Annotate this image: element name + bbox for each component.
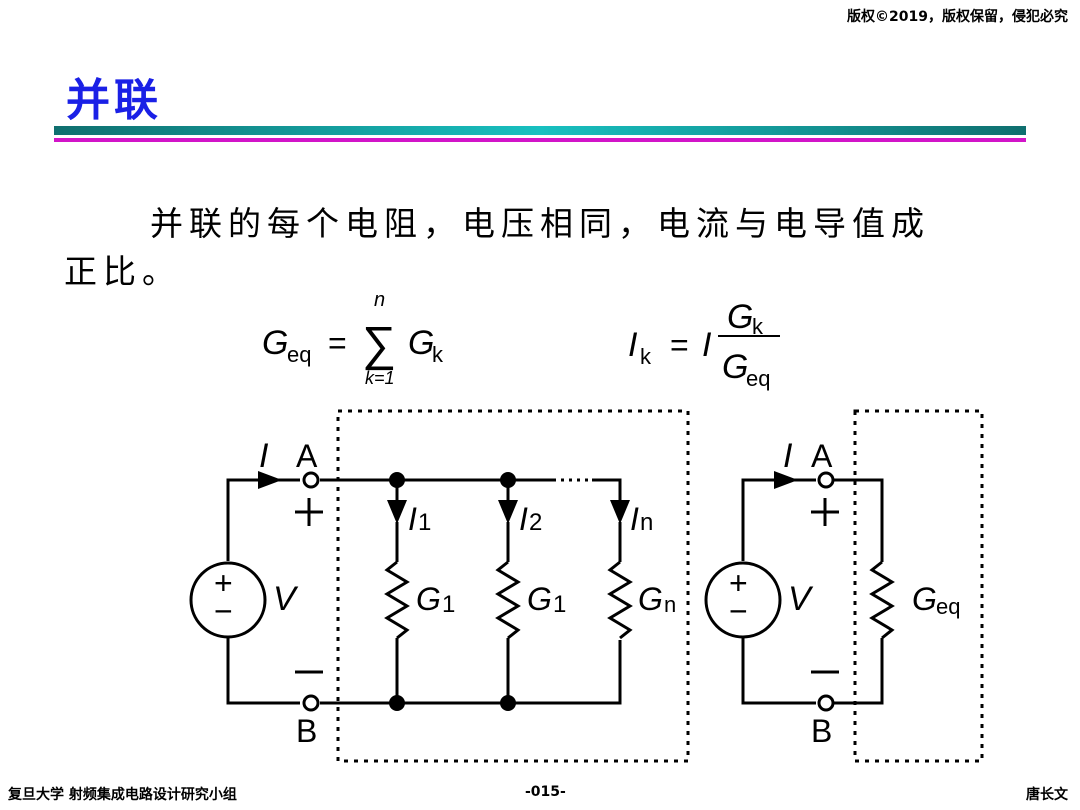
label-current-i2-sub: 2 <box>529 509 542 536</box>
label-geq-sub: eq <box>936 594 960 619</box>
formula1-lhs: G <box>262 324 288 362</box>
formula1-term-sub: k <box>432 342 444 367</box>
label-node-b-left: B <box>296 713 317 749</box>
label-g1-b-sub: 1 <box>553 591 566 618</box>
formula2-factor: I <box>702 326 712 364</box>
body-text-line-2: 正比。 <box>64 252 181 291</box>
wire-source-bottom <box>226 638 300 705</box>
label-source-plus-left: + <box>214 565 233 601</box>
label-gn-sub: n <box>664 592 676 617</box>
node-dot-bottom-2 <box>500 695 516 711</box>
label-geq: G <box>912 581 937 617</box>
label-current-i-right: I <box>783 437 793 475</box>
label-g1-a: G <box>416 581 441 617</box>
circuit-equivalent-fills <box>774 471 798 489</box>
formula2-den-sub: eq <box>746 366 770 391</box>
formula2-equals: = <box>670 327 689 363</box>
formula-geq-sum: G eq = ∑ n k=1 G k <box>262 289 444 388</box>
terminal-b-left <box>302 694 320 712</box>
copyright-notice: 版权©2019，版权保留，侵犯必究 <box>847 9 1068 25</box>
label-current-i1: I <box>408 501 417 537</box>
label-current-in: I <box>630 501 639 537</box>
terminal-a-left <box>302 471 320 489</box>
wire-bottom-rail <box>320 640 622 705</box>
formula1-term: G <box>408 324 434 362</box>
formula2-num: G <box>727 298 753 336</box>
terminal-b-right <box>817 694 835 712</box>
arrow-current-i-right <box>774 471 798 489</box>
footer-affiliation: 复旦大学 射频集成电路设计研究小组 <box>8 787 237 803</box>
formula2-num-sub: k <box>752 314 764 339</box>
label-g1-a-sub: 1 <box>442 591 455 618</box>
label-node-a-right: A <box>811 438 833 474</box>
wire-eq-top <box>834 478 884 562</box>
arrow-current-in <box>610 500 630 524</box>
formula1-lhs-sub: eq <box>287 342 311 367</box>
label-current-i1-sub: 1 <box>418 509 431 536</box>
label-source-plus-right: + <box>729 565 748 601</box>
wire-eq-source-top <box>741 478 816 561</box>
resistor-g1-a <box>384 560 410 640</box>
formula-ik: I k = I G k G eq <box>628 298 780 391</box>
body-text: 并联的每个电阻，电压相同，电流与电导值成 正比。 <box>64 200 1024 296</box>
footer-author: 唐长文 <box>1026 787 1068 803</box>
circuit-parallel <box>189 409 690 763</box>
formula1-upper: n <box>374 289 385 311</box>
formula1-equals: = <box>328 325 347 361</box>
wire-eq-source-bottom <box>741 638 816 705</box>
voltage-source-left <box>189 561 267 639</box>
footer-page-number: -015- <box>525 784 566 800</box>
resistor-gn <box>607 560 633 640</box>
arrow-current-i2 <box>498 500 518 524</box>
label-node-b-right: B <box>811 713 832 749</box>
arrow-current-i1 <box>387 500 407 524</box>
resistor-geq <box>869 560 895 640</box>
formula1-sum-symbol: ∑ <box>362 318 396 371</box>
formula2-lhs: I <box>628 326 638 364</box>
wire-eq-bottom <box>834 638 884 705</box>
circuit-equivalent-labels: I A B V + − G eq <box>729 437 960 749</box>
arrow-current-i-left <box>258 471 282 489</box>
voltage-source-right <box>704 561 782 639</box>
node-dot-top-2 <box>500 472 516 488</box>
label-source-minus-right: − <box>729 593 748 629</box>
formula2-den: G <box>722 348 748 386</box>
circuit-equivalent <box>704 409 984 763</box>
label-current-i-left: I <box>259 437 269 475</box>
body-text-line-1: 并联的每个电阻，电压相同，电流与电导值成 <box>150 204 930 243</box>
label-gn: G <box>638 581 663 617</box>
formula2-lhs-sub: k <box>640 344 652 369</box>
circuit-parallel-fills <box>258 471 630 711</box>
label-current-in-sub: n <box>640 509 653 536</box>
label-source-minus-left: − <box>214 593 233 629</box>
label-g1-b: G <box>527 581 552 617</box>
label-current-i2: I <box>519 501 528 537</box>
dashed-box-right <box>853 409 984 763</box>
label-source-v-right: V <box>788 580 814 618</box>
slide-title: 并联 <box>66 75 162 126</box>
label-source-v-left: V <box>273 580 299 618</box>
label-node-a-left: A <box>296 438 318 474</box>
terminal-a-right <box>817 471 835 489</box>
wire-top-rail-end <box>592 478 622 500</box>
title-rule-teal <box>54 126 1026 135</box>
formula1-lower: k=1 <box>365 368 395 388</box>
circuit-parallel-labels: I A B V + − I 1 I 2 I n G 1 G 1 G n <box>214 437 676 749</box>
node-dot-top-1 <box>389 472 405 488</box>
node-dot-bottom-1 <box>389 695 405 711</box>
wire-source-top <box>226 478 300 561</box>
resistor-g1-b <box>495 560 521 640</box>
title-rule-magenta <box>54 138 1026 142</box>
